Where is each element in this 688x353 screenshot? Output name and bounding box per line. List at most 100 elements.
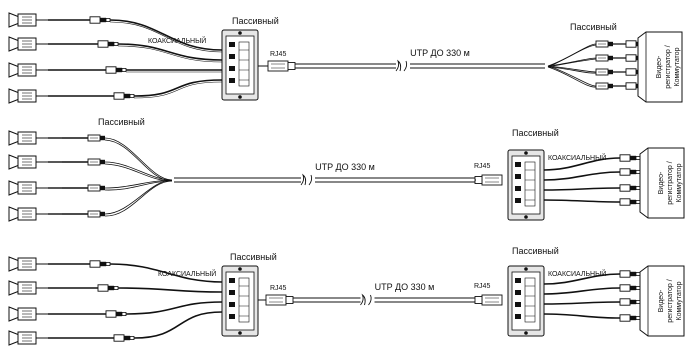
passive-label: Пассивный <box>98 117 145 127</box>
coax-cable <box>117 287 223 293</box>
coax-cable <box>543 171 621 181</box>
bnc-connector-icon <box>105 66 127 74</box>
bnc-connector-icon <box>89 260 111 268</box>
cable-break-mark <box>300 173 307 186</box>
bnc-connector-icon <box>89 16 111 24</box>
rj45-label: RJ45 <box>474 283 490 290</box>
passive-label: Пассивный <box>512 128 559 138</box>
bnc-connector-icon <box>619 168 641 176</box>
twisted-pair <box>104 137 173 181</box>
bnc-connector-icon <box>619 270 641 278</box>
coaxial-label: КОАКСИАЛЬНЫЙ <box>158 269 216 278</box>
camera-icon <box>8 306 49 322</box>
coax-cable <box>117 43 223 61</box>
coaxial-label: КОАКСИАЛЬНЫЙ <box>548 153 606 162</box>
coax-cable <box>117 45 223 63</box>
bnc-connector-icon <box>97 40 119 48</box>
bnc-connector-icon <box>97 284 119 292</box>
passive-hub-balun-icon <box>507 149 545 221</box>
camera-icon <box>8 180 49 196</box>
camera-icon <box>8 330 49 346</box>
cable-break-mark <box>403 60 408 72</box>
twisted-pair <box>547 65 597 73</box>
coax-cable <box>543 273 621 285</box>
coax-cable <box>543 199 621 203</box>
rj45-label: RJ45 <box>270 285 286 292</box>
mini-balun-icon <box>87 158 106 166</box>
camera-icon <box>8 12 49 28</box>
rj45-plug-icon <box>474 294 503 306</box>
camera-icon <box>8 88 49 104</box>
coax-cable <box>109 19 223 51</box>
cable-break-mark <box>360 293 366 306</box>
utp-length-label: UTP ДО 330 м <box>410 48 470 58</box>
coaxial-label: КОАКСИАЛЬНЫЙ <box>148 36 206 45</box>
coax-cable <box>109 21 223 53</box>
mini-balun-icon <box>595 40 614 48</box>
mini-balun-icon <box>87 134 106 142</box>
device-label-line3: Коммутатор <box>676 163 683 202</box>
coax-cable <box>133 81 223 99</box>
passive-label: Пассивный <box>230 252 277 262</box>
bnc-connector-icon <box>619 154 641 162</box>
coax-cable <box>543 157 621 171</box>
bnc-connector-icon <box>113 92 135 100</box>
coax-cable <box>133 79 223 97</box>
utp-length-label: UTP ДО 330 м <box>375 282 435 292</box>
cable-break-mark <box>308 174 313 186</box>
cable-break-mark <box>368 294 372 306</box>
bnc-connector-icon <box>113 334 135 342</box>
mini-balun-icon <box>87 210 106 218</box>
twisted-pair <box>547 44 597 68</box>
twisted-pair <box>104 161 173 181</box>
twisted-pair <box>104 179 173 189</box>
twisted-pair <box>104 179 173 215</box>
device-label-line2: регистратор / <box>665 45 672 88</box>
utp-length-label: UTP ДО 330 м <box>315 162 375 172</box>
device-label-line3: Коммутатор <box>676 281 683 320</box>
twisted-pair <box>104 139 173 182</box>
passive-hub-balun-icon <box>507 265 545 337</box>
camera-icon <box>8 154 49 170</box>
rj45-plug-icon <box>267 60 296 72</box>
camera-icon <box>8 256 49 272</box>
twisted-pair <box>547 58 597 68</box>
coax-cable <box>125 301 223 315</box>
twisted-pair <box>547 65 597 87</box>
mini-balun-icon <box>595 68 614 76</box>
rj45-plug-icon <box>474 174 503 186</box>
device-label-line1: Видео- <box>658 289 665 312</box>
camera-icon <box>8 280 49 296</box>
passive-label: Пассивный <box>232 16 279 26</box>
device-label-line1: Видео- <box>656 55 663 78</box>
camera-icon <box>8 206 49 222</box>
twisted-pair <box>547 57 597 67</box>
coaxial-label: КОАКСИАЛЬНЫЙ <box>548 269 606 278</box>
bnc-connector-icon <box>619 314 641 322</box>
bnc-connector-icon <box>619 184 641 192</box>
camera-icon <box>8 62 49 78</box>
device-label-line3: Коммутатор <box>674 47 681 86</box>
coax-cable <box>133 311 223 339</box>
bnc-connector-icon <box>619 298 641 306</box>
bnc-connector-icon <box>619 198 641 206</box>
rj45-label: RJ45 <box>270 51 286 58</box>
mini-balun-icon <box>87 184 106 192</box>
rj45-plug-icon <box>265 294 294 306</box>
rj45-label: RJ45 <box>474 163 490 170</box>
coax-cable <box>543 187 621 191</box>
bnc-connector-icon <box>105 310 127 318</box>
coax-cable <box>543 287 621 295</box>
bnc-connector-icon <box>619 284 641 292</box>
device-label-line1: Видео- <box>658 171 665 194</box>
device-label-line2: регистратор / <box>667 279 674 322</box>
mini-balun-icon <box>595 54 614 62</box>
coax-cable <box>543 301 621 305</box>
mini-balun-icon <box>595 82 614 90</box>
camera-icon <box>8 36 49 52</box>
passive-hub-balun-icon <box>221 29 259 101</box>
passive-label: Пассивный <box>512 246 559 256</box>
device-label-line2: регистратор / <box>667 161 674 204</box>
